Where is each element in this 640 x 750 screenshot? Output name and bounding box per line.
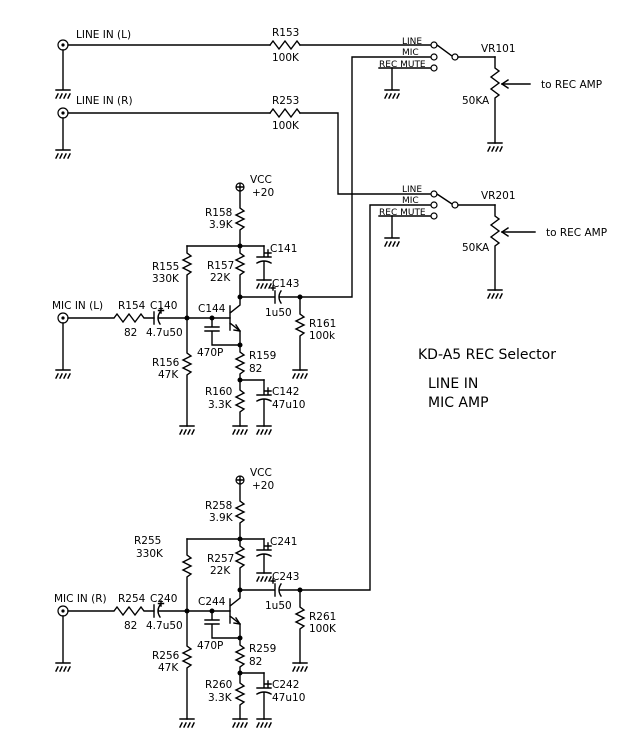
- c244-value: 470P: [197, 640, 223, 652]
- r158-ref: R158: [205, 207, 232, 219]
- mic-in-l-label: MIC IN (L): [52, 300, 103, 312]
- r155-ref: R155: [152, 261, 179, 273]
- vr201-out: to REC AMP: [546, 227, 607, 239]
- c140-ref: C140: [150, 300, 177, 312]
- r154-ref: R154: [118, 300, 146, 312]
- mic-amp-left: VCC +20 R158 3.9K C141 R155 330K R157 22…: [52, 174, 336, 435]
- r160-value: 3.3K: [208, 399, 233, 411]
- vcc-l-value: +20: [252, 187, 274, 199]
- r159-value: 82: [249, 363, 262, 375]
- r259-ref: R259: [249, 643, 276, 655]
- r256-value: 47K: [158, 662, 179, 674]
- r254-value: 82: [124, 620, 137, 632]
- vr101-ref: VR101: [481, 43, 516, 55]
- sel2-line-label: LINE: [402, 185, 422, 195]
- c240-ref: C240: [150, 593, 177, 605]
- r253-ref: R253: [272, 95, 299, 107]
- sel1-mic-label: MIC: [402, 48, 419, 58]
- resistor-r253: R253 100K: [269, 95, 301, 132]
- r253-value: 100K: [272, 120, 300, 132]
- vcc-r-label: VCC: [250, 467, 272, 479]
- sel2-mute-label: REC MUTE: [379, 208, 426, 218]
- r156-value: 47K: [158, 369, 179, 381]
- vcc-r-value: +20: [252, 480, 274, 492]
- r157-value: 22K: [210, 272, 231, 284]
- sel1-line-label: LINE: [402, 37, 422, 47]
- r160-ref: R160: [205, 386, 232, 398]
- r258-value: 3.9K: [209, 512, 234, 524]
- vcc-l-label: VCC: [250, 174, 272, 186]
- mic-r-wire: [299, 204, 431, 591]
- r158-value: 3.9K: [209, 219, 234, 231]
- r257-ref: R257: [207, 553, 234, 565]
- c241-ref: C241: [270, 536, 297, 548]
- r256-ref: R256: [152, 650, 180, 662]
- r161-ref: R161: [309, 318, 336, 330]
- vr201-ref: VR201: [481, 190, 516, 202]
- sel2-mic-label: MIC: [402, 196, 419, 206]
- r153-value: 100K: [272, 52, 300, 64]
- r156-ref: R156: [152, 357, 180, 369]
- selector-switch-2: LINE MIC REC MUTE: [378, 185, 496, 247]
- volume-pot-vr201: VR201 50KA to REC AMP: [462, 190, 607, 299]
- r159-ref: R159: [249, 350, 276, 362]
- selector-switch-1: LINE MIC REC MUTE: [378, 37, 496, 99]
- c240-value: 4.7u50: [146, 620, 183, 632]
- sel1-mute-label: REC MUTE: [379, 60, 426, 70]
- volume-pot-vr101: VR101 50KA to REC AMP: [462, 43, 602, 152]
- r157-ref: R157: [207, 260, 234, 272]
- r258-ref: R258: [205, 500, 232, 512]
- c143-ref: C143: [272, 278, 299, 290]
- r161-value: 100k: [309, 330, 336, 342]
- vr201-value: 50KA: [462, 242, 490, 254]
- line-in-r-label: LINE IN (R): [76, 95, 133, 107]
- r260-ref: R260: [205, 679, 232, 691]
- c243-value: 1u50: [265, 600, 292, 612]
- diagram-title: KD-A5 REC Selector: [418, 347, 556, 363]
- r255-value: 330K: [136, 548, 164, 560]
- c140-value: 4.7u50: [146, 327, 183, 339]
- c242-value: 47u10: [272, 692, 305, 704]
- r254-ref: R254: [118, 593, 146, 605]
- r154-value: 82: [124, 327, 137, 339]
- c242-ref: C242: [272, 679, 299, 691]
- r257-value: 22K: [210, 565, 231, 577]
- subtitle-line-2: MIC AMP: [428, 395, 489, 411]
- r153-ref: R153: [272, 27, 299, 39]
- vr101-value: 50KA: [462, 95, 490, 107]
- resistor-r153: R153 100K: [269, 27, 301, 64]
- c243-ref: C243: [272, 571, 299, 583]
- c142-value: 47u10: [272, 399, 305, 411]
- line-in-l-input: LINE IN (L): [55, 29, 131, 99]
- mic-in-r-label: MIC IN (R): [54, 593, 107, 605]
- c144-ref: C144: [198, 303, 226, 315]
- line-in-r-input: LINE IN (R): [55, 95, 133, 159]
- r255-ref: R255: [134, 535, 161, 547]
- c244-ref: C244: [198, 596, 226, 608]
- subtitle-line-1: LINE IN: [428, 376, 478, 392]
- r155-value: 330K: [152, 273, 180, 285]
- r260-value: 3.3K: [208, 692, 233, 704]
- r261-value: 100K: [309, 623, 337, 635]
- r259-value: 82: [249, 656, 262, 668]
- line-in-l-label: LINE IN (L): [76, 29, 131, 41]
- mic-amp-right: VCC +20 R258 3.9K C241 R255 330K R257 22…: [54, 467, 337, 728]
- c142-ref: C142: [272, 386, 299, 398]
- c144-value: 470P: [197, 347, 223, 359]
- c141-ref: C141: [270, 243, 297, 255]
- mic-l-wire: [299, 56, 431, 298]
- vr101-out: to REC AMP: [541, 79, 602, 91]
- r261-ref: R261: [309, 611, 336, 623]
- c143-value: 1u50: [265, 307, 292, 319]
